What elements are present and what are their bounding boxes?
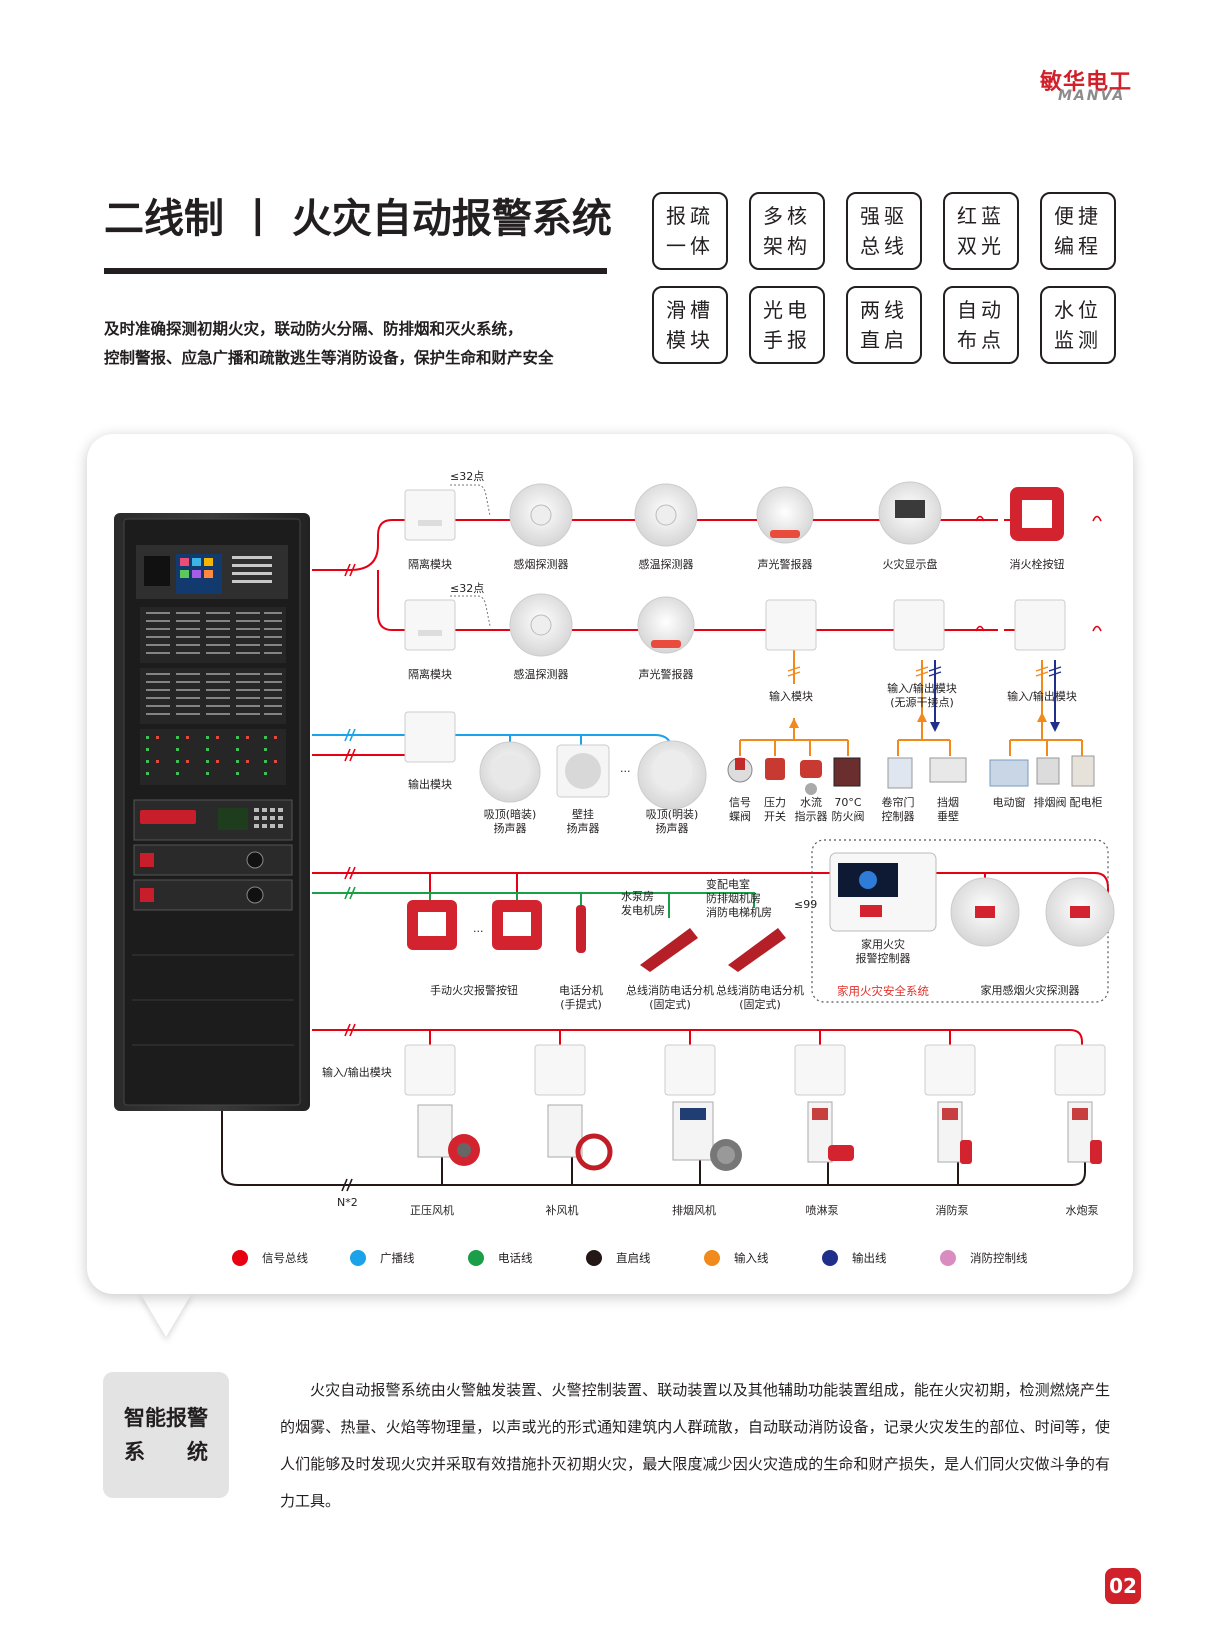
feature-badge: 光电手报	[749, 286, 825, 364]
legend-label: 输入线	[734, 1251, 769, 1265]
card-pointer	[140, 1293, 192, 1337]
label-pressurization-fan: 正压风机	[410, 1204, 454, 1217]
subtitle-line-1: 及时准确探测初期火灾，联动防火分隔、防排烟和灭火系统，	[104, 320, 523, 338]
label-distribution-cabinet: 配电柜	[1069, 796, 1103, 809]
ellipsis: ...	[473, 922, 484, 935]
label-heat-detector: 感温探测器	[638, 558, 694, 571]
label-signal-butterfly-valve: 信号蝶阀	[729, 796, 751, 823]
legend-item: 直启线	[586, 1250, 651, 1266]
section-tag: 智能报警 系 统	[103, 1372, 229, 1498]
ellipsis: ...	[620, 762, 631, 775]
legend-swatch	[232, 1250, 248, 1266]
label-phone-fixed: 总线消防电话分机(固定式)	[716, 984, 804, 1011]
label-bus-count: N*2	[337, 1196, 358, 1209]
label-speaker-ceiling-surface: 吸顶(明装)扬声器	[645, 808, 699, 835]
legend-label: 电话线	[498, 1251, 533, 1265]
label-sprinkler-pump: 喷淋泵	[805, 1204, 839, 1217]
subtitle-line-2: 控制警报、应急广播和疏散逃生等消防设备，保护生命和财产安全	[104, 349, 554, 367]
feature-badge: 强驱总线	[846, 192, 922, 270]
brand-logo-en: MANVA	[1058, 88, 1126, 104]
label-smoke-exhaust-valve: 排烟阀	[1033, 796, 1067, 809]
description-paragraph: 火灾自动报警系统由火警触发装置、火警控制装置、联动装置以及其他辅助功能装置组成，…	[280, 1381, 1110, 1510]
page-number: 02	[1105, 1568, 1141, 1604]
label-phone-portable: 电话分机(手提式)	[559, 984, 603, 1011]
label-home-smoke-detector: 家用感烟火灾探测器	[980, 984, 1080, 997]
isolation-module-1	[404, 489, 456, 541]
label-shutter-controller: 卷帘门控制器	[881, 796, 915, 823]
label-home-fire-safety-system: 家用火灾安全系统	[837, 984, 929, 998]
legend-swatch	[468, 1250, 484, 1266]
title-underline	[104, 268, 607, 274]
limit-label: ≤32点	[450, 582, 485, 595]
label-water-cannon-pump: 水炮泵	[1065, 1204, 1099, 1217]
label-water-flow-indicator: 水流指示器	[794, 796, 828, 823]
label-fire-display-panel: 火灾显示盘	[882, 558, 938, 571]
legend-label: 输出线	[852, 1251, 887, 1265]
legend-label: 信号总线	[262, 1251, 308, 1265]
label-manual-alarm-button: 手动火灾报警按钮	[430, 984, 518, 997]
legend-item: 消防控制线	[940, 1250, 1028, 1266]
legend-swatch	[822, 1250, 838, 1266]
legend-swatch	[704, 1250, 720, 1266]
label-io-module-passive: 输入/输出模块(无源干接点)	[887, 682, 957, 709]
label-io-module: 输入/输出模块	[1007, 690, 1077, 703]
label-hydrant-button: 消火栓按钮	[1009, 558, 1065, 571]
section-tag-line-2: 系 统	[124, 1440, 208, 1464]
brand-logo-cn: 敏华电工	[1040, 70, 1133, 95]
label-sound-light-alarm: 声光警报器	[638, 668, 694, 681]
feature-badge: 两线直启	[846, 286, 922, 364]
label-isolation-module: 隔离模块	[408, 558, 452, 571]
label-speaker-wall: 壁挂扬声器	[566, 808, 600, 835]
page-subtitle: 及时准确探测初期火灾，联动防火分隔、防排烟和灭火系统， 控制警报、应急广播和疏散…	[104, 315, 554, 373]
label-sound-light-alarm: 声光警报器	[757, 558, 813, 571]
label-heat-detector: 感温探测器	[513, 668, 569, 681]
label-electric-window: 电动窗	[992, 796, 1026, 809]
label-speaker-ceiling-recessed: 吸顶(暗装)扬声器	[483, 808, 537, 835]
label-pressure-switch: 压力开关	[764, 796, 786, 823]
rooms-pump-generator: 水泵房发电机房	[621, 890, 665, 917]
label-home-controller: 家用火灾报警控制器	[855, 938, 911, 965]
feature-badge: 水位监测	[1040, 286, 1116, 364]
label-makeup-fan: 补风机	[545, 1204, 579, 1217]
label-isolation-module: 隔离模块	[408, 668, 452, 681]
feature-badge: 滑槽模块	[652, 286, 728, 364]
label-smoke-exhaust-fan: 排烟风机	[672, 1204, 716, 1217]
section-tag-line-1: 智能报警	[124, 1406, 208, 1430]
limit-label: ≤99	[794, 898, 818, 911]
label-input-module: 输入模块	[769, 690, 813, 703]
label-smoke-barrier: 挡烟垂壁	[937, 796, 959, 823]
legend-swatch	[940, 1250, 956, 1266]
feature-badge: 自动布点	[943, 286, 1019, 364]
legend-label: 广播线	[380, 1251, 415, 1265]
legend-item: 输出线	[822, 1250, 887, 1266]
legend-label: 直启线	[616, 1251, 651, 1265]
legend: 信号总线 广播线 电话线 直启线 输入线 输出线 消防控制线	[232, 1250, 1082, 1270]
label-fire-pump: 消防泵	[935, 1204, 969, 1217]
legend-item: 广播线	[350, 1250, 415, 1266]
legend-swatch	[350, 1250, 366, 1266]
legend-item: 信号总线	[232, 1250, 308, 1266]
feature-badge: 便捷编程	[1040, 192, 1116, 270]
legend-label: 消防控制线	[970, 1251, 1028, 1265]
legend-swatch	[586, 1250, 602, 1266]
feature-badge: 报疏一体	[652, 192, 728, 270]
label-output-module: 输出模块	[408, 778, 452, 791]
rooms-substation: 变配电室防排烟机房消防电梯机房	[706, 878, 772, 919]
label-io-module-left: 输入/输出模块	[322, 1066, 392, 1079]
legend-item: 电话线	[468, 1250, 533, 1266]
legend-item: 输入线	[704, 1250, 769, 1266]
label-smoke-detector: 感烟探测器	[513, 558, 569, 571]
feature-badge: 多核架构	[749, 192, 825, 270]
feature-badge: 红蓝双光	[943, 192, 1019, 270]
limit-label: ≤32点	[450, 470, 485, 483]
page-title: 二线制 丨 火灾自动报警系统	[104, 196, 612, 242]
label-phone-fixed: 总线消防电话分机(固定式)	[626, 984, 714, 1011]
